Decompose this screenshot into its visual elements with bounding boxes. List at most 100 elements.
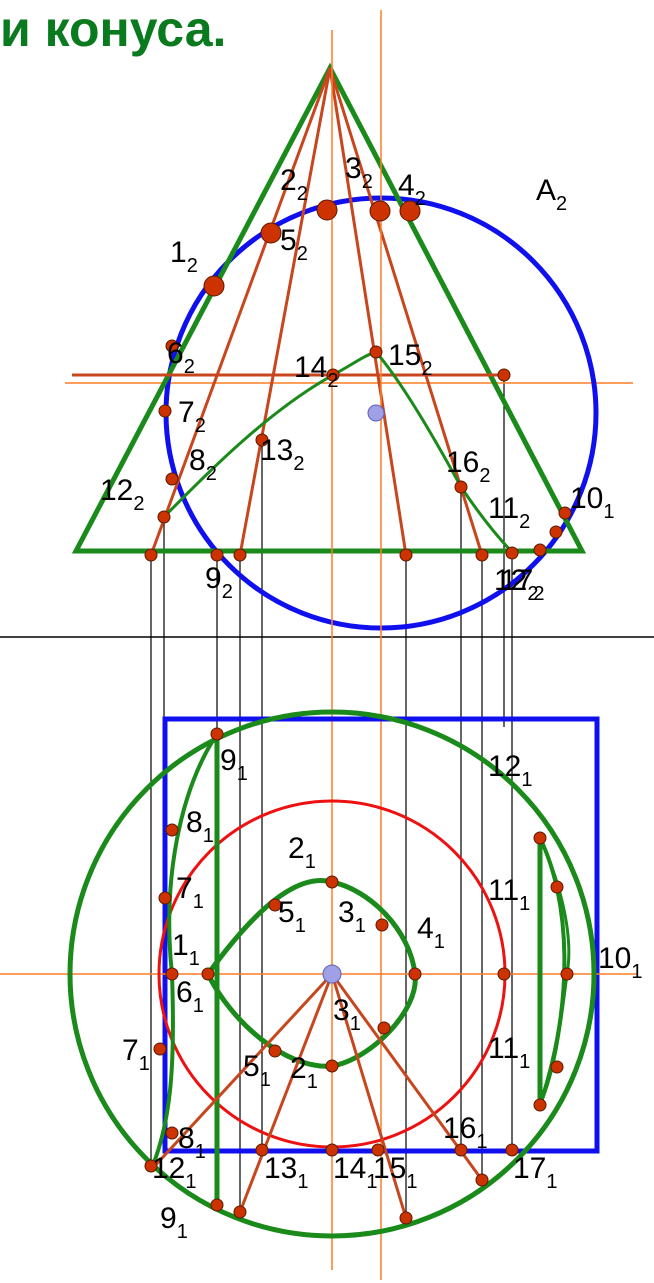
label-base: 9 <box>160 1202 177 1235</box>
point-1-1 <box>165 967 179 981</box>
front_view-label: 132 <box>260 434 305 475</box>
label-subscript: 2 <box>519 511 530 533</box>
point-6-1 <box>201 967 215 981</box>
front_view-label: 122 <box>100 474 145 515</box>
point-12-2-left <box>157 510 171 524</box>
label-base: 12 <box>100 474 133 507</box>
point-7-2 <box>158 404 172 418</box>
label-base: 5 <box>278 896 295 929</box>
top_view-label: 21 <box>288 832 316 873</box>
label-subscript: 2 <box>184 356 195 378</box>
generator-line <box>149 972 334 1172</box>
label-subscript: 1 <box>177 1221 188 1243</box>
label-subscript: 1 <box>546 1171 557 1193</box>
label-subscript: 2 <box>195 415 206 437</box>
label-subscript: 2 <box>327 370 338 392</box>
cone-base-circle <box>67 709 597 1239</box>
top_view-label: 31 <box>333 994 361 1035</box>
top_view-label: 41 <box>417 912 445 953</box>
point-2-1-bottom <box>325 1059 339 1073</box>
label-subscript: 1 <box>189 948 200 970</box>
cone-front-outline <box>71 62 587 554</box>
point-9-1-top <box>210 727 224 741</box>
label-base: 15 <box>373 1152 406 1185</box>
top_view-label: 51 <box>278 896 306 937</box>
label-base: 8 <box>178 1122 195 1155</box>
label-subscript: 1 <box>631 961 642 983</box>
front_view-label: 72 <box>178 396 206 437</box>
top_view-label: 171 <box>513 1152 558 1193</box>
label-base: 7 <box>122 1034 139 1067</box>
label-subscript: 1 <box>406 1171 417 1193</box>
label-base: 2 <box>280 164 297 197</box>
front_view-label: 52 <box>280 224 308 265</box>
front_view-label: 62 <box>167 337 195 378</box>
top_view-label: 111 <box>488 1032 530 1073</box>
top_view-label: 111 <box>488 874 530 915</box>
point-10-1 <box>560 967 574 981</box>
top_view-label: 61 <box>176 976 204 1017</box>
label-subscript: 2 <box>206 463 217 485</box>
top_view-label: 141 <box>333 1152 378 1193</box>
label-subscript: 2 <box>527 583 538 605</box>
front-generators <box>149 67 484 556</box>
label-subscript: 1 <box>260 1069 271 1091</box>
label-subscript: 2 <box>415 188 426 210</box>
label-base: 6 <box>176 976 193 1009</box>
front-points <box>144 199 572 562</box>
top-points <box>144 727 574 1225</box>
top_view-label: 121 <box>152 1152 197 1193</box>
point-12-1-left <box>144 1159 158 1173</box>
top_view-label: 81 <box>186 806 214 847</box>
generator-line <box>330 973 408 1219</box>
point-11-1-bottom <box>550 1060 564 1074</box>
point-2-1-top <box>325 875 339 889</box>
label-subscript: 2 <box>362 171 373 193</box>
point-1-2 <box>203 275 225 297</box>
label-base: 7 <box>178 396 195 429</box>
label-base: 8 <box>186 806 203 839</box>
point-5-1-top <box>268 898 282 912</box>
label-base: 14 <box>294 351 327 384</box>
label-base: 13 <box>264 1152 297 1185</box>
point-8-1-bottom <box>165 1126 179 1140</box>
label-subscript: 1 <box>185 1171 196 1193</box>
front_view-label: 32 <box>345 152 373 193</box>
front_view-label: 112 <box>488 492 530 533</box>
label-base: 2 <box>290 1052 307 1085</box>
label-base: 15 <box>388 339 421 372</box>
label-base: 12 <box>488 750 521 783</box>
label-subscript: 1 <box>603 501 614 523</box>
point-3-1-top <box>375 918 389 932</box>
label-subscript: 2 <box>187 255 198 277</box>
base-point <box>399 548 413 562</box>
generator-line <box>238 67 332 556</box>
label-base: 1 <box>172 929 189 962</box>
label-base: 4 <box>417 912 434 945</box>
label-subscript: 2 <box>222 581 233 603</box>
label-base: 9 <box>205 562 222 595</box>
top-center-point <box>322 964 342 984</box>
point-5-2 <box>260 222 282 244</box>
generator-line <box>328 67 408 556</box>
front_view-label: 12 <box>170 236 198 277</box>
label-base: 7 <box>176 872 193 905</box>
label-subscript: 1 <box>307 1071 318 1093</box>
label-subscript: 1 <box>434 931 445 953</box>
label-subscript: 2 <box>297 183 308 205</box>
point-4-1 <box>408 967 422 981</box>
base-point <box>144 548 158 562</box>
label-subscript: 1 <box>297 1171 308 1193</box>
label-subscript: 1 <box>350 1013 361 1035</box>
label-base: 8 <box>189 444 206 477</box>
generator-line <box>149 67 332 556</box>
label-base: 11 <box>488 874 519 907</box>
point-7-1-top <box>158 891 172 905</box>
point-bottom <box>475 1173 489 1187</box>
label-subscript: 1 <box>519 1051 530 1073</box>
base-point <box>233 548 247 562</box>
top_view-label: 21 <box>290 1052 318 1093</box>
label-subscript: 1 <box>195 1141 206 1163</box>
section-point <box>497 368 511 382</box>
